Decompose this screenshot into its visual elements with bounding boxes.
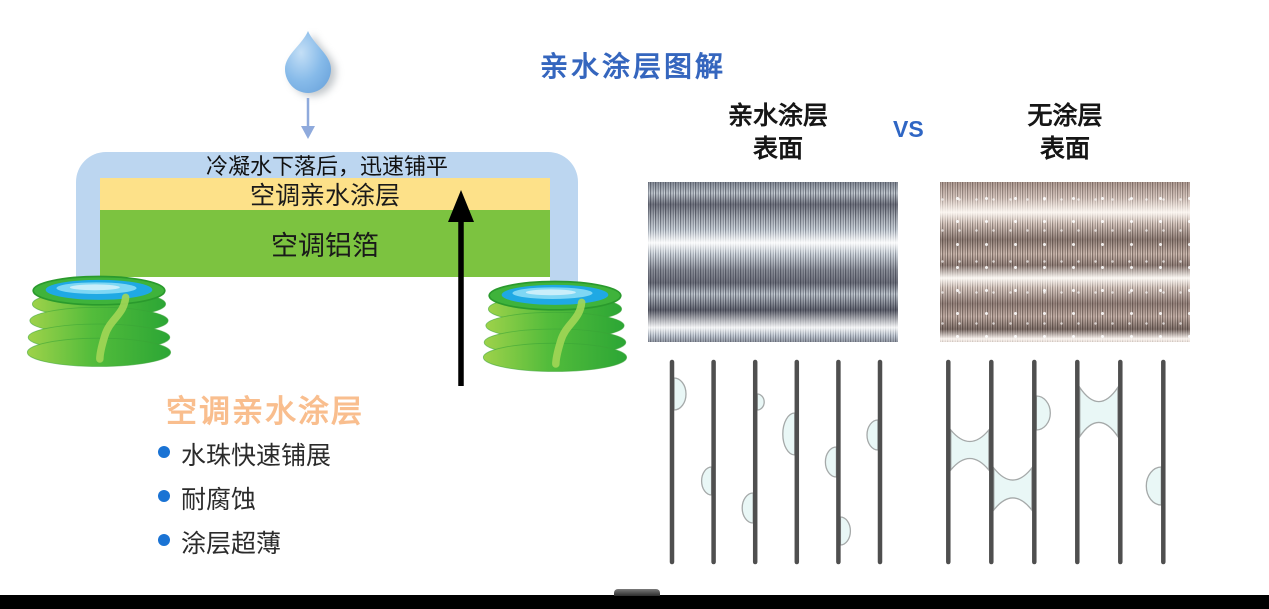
vs-label: VS bbox=[893, 116, 924, 142]
water-droplet bbox=[782, 412, 796, 456]
bullet-dot-icon bbox=[158, 446, 170, 458]
water-bucket-left bbox=[26, 275, 172, 367]
feature-text: 水珠快速铺展 bbox=[181, 442, 332, 470]
feature-text: 涂层超薄 bbox=[181, 530, 282, 558]
drop-down-arrow-icon bbox=[301, 98, 315, 139]
foil-layer-label: 空调铝箔 bbox=[271, 231, 379, 261]
water-bridge bbox=[950, 428, 990, 472]
features-list: 水珠快速铺展 耐腐蚀 涂层超薄 bbox=[158, 436, 331, 568]
bullet-dot-icon bbox=[158, 534, 170, 546]
foil-layer: 空调铝箔 bbox=[100, 210, 550, 277]
water-droplet bbox=[701, 466, 713, 496]
feature-item: 涂层超薄 bbox=[158, 524, 331, 560]
water-droplet bbox=[839, 516, 851, 546]
features-heading: 空调亲水涂层 bbox=[166, 394, 364, 429]
uncoated-surface-label-line1: 无涂层 bbox=[1027, 102, 1103, 130]
water-bridge bbox=[1079, 385, 1119, 439]
coated-surface-label-line2: 表面 bbox=[752, 134, 803, 163]
uncoated-surface-label-line2: 表面 bbox=[1039, 134, 1090, 163]
water-drop-icon bbox=[285, 31, 331, 93]
uncoated-surface-label: 无涂层 表面 bbox=[985, 100, 1145, 165]
coated-surface-label: 亲水涂层 表面 bbox=[698, 100, 858, 165]
water-droplet bbox=[824, 446, 838, 478]
coating-layer: 空调亲水涂层 bbox=[100, 178, 550, 210]
layer-mask bbox=[100, 277, 550, 305]
feature-item: 水珠快速铺展 bbox=[158, 436, 331, 472]
page-title: 亲水涂层图解 bbox=[540, 51, 727, 82]
water-bridge bbox=[993, 466, 1033, 512]
coated-fins-diagram bbox=[669, 359, 883, 565]
water-droplet bbox=[673, 377, 687, 411]
bottom-bar-notch bbox=[614, 589, 660, 596]
water-droplet bbox=[1145, 466, 1162, 506]
feature-item: 耐腐蚀 bbox=[158, 480, 331, 516]
coated-surface-photo bbox=[648, 182, 898, 342]
water-droplet bbox=[1035, 395, 1051, 431]
coating-layer-label: 空调亲水涂层 bbox=[249, 182, 400, 210]
uncoated-surface-photo bbox=[940, 182, 1190, 342]
water-droplet bbox=[756, 393, 765, 411]
water-droplet bbox=[866, 419, 879, 451]
water-droplet bbox=[741, 492, 754, 524]
coated-surface-label-line1: 亲水涂层 bbox=[727, 102, 828, 130]
bullet-dot-icon bbox=[158, 490, 170, 502]
uncoated-fins-diagram bbox=[946, 359, 1166, 565]
condensate-label: 冷凝水下落后，迅速铺平 bbox=[205, 153, 448, 179]
bottom-bar bbox=[0, 589, 1269, 609]
feature-text: 耐腐蚀 bbox=[181, 486, 257, 514]
water-bucket-right bbox=[482, 280, 628, 372]
